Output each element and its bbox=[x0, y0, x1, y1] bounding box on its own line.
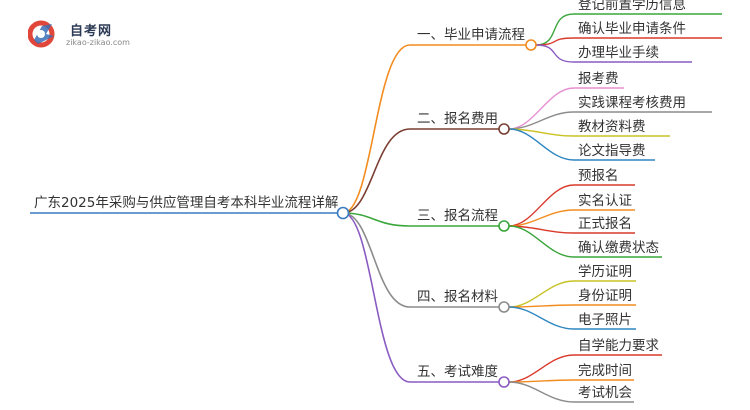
child-connector bbox=[508, 225, 575, 258]
branch-label: 五、考试难度 bbox=[417, 364, 498, 380]
child-connector bbox=[535, 13, 575, 46]
root-label: 广东2025年采购与供应管理自考本科毕业流程详解 bbox=[34, 194, 338, 211]
branch-connector bbox=[342, 128, 411, 214]
child-label: 预报名 bbox=[578, 168, 619, 184]
branch-label: 四、报名材料 bbox=[417, 289, 498, 305]
child-connector bbox=[508, 354, 575, 383]
branch-node bbox=[525, 39, 537, 51]
site-logo[interactable]: 自考网 zikao-zikao.com bbox=[28, 18, 138, 52]
child-label: 完成时间 bbox=[578, 363, 632, 379]
child-label: 学历证明 bbox=[578, 264, 632, 280]
child-connector bbox=[508, 128, 575, 161]
logo-url: zikao-zikao.com bbox=[66, 38, 130, 47]
child-label: 报考费 bbox=[578, 71, 619, 87]
branch-node bbox=[498, 376, 510, 388]
child-label: 确认毕业申请条件 bbox=[578, 20, 686, 37]
child-connector bbox=[535, 44, 575, 63]
branch-node bbox=[498, 220, 510, 232]
branch-connector bbox=[342, 44, 411, 214]
root-node bbox=[336, 206, 350, 220]
branch-label: 二、报名费用 bbox=[417, 111, 498, 127]
child-label: 自学能力要求 bbox=[578, 338, 659, 354]
child-connector bbox=[508, 87, 575, 130]
child-label: 论文指导费 bbox=[578, 143, 646, 159]
child-connector bbox=[508, 280, 575, 308]
child-label: 实名认证 bbox=[578, 193, 632, 209]
branch-label: 三、报名流程 bbox=[417, 208, 498, 224]
child-connector bbox=[508, 381, 575, 403]
child-label: 电子照片 bbox=[578, 312, 632, 328]
child-label: 身份证明 bbox=[578, 288, 632, 304]
branch-node bbox=[498, 301, 510, 313]
child-label: 确认缴费状态 bbox=[578, 240, 659, 256]
child-label: 考试机会 bbox=[578, 385, 632, 401]
branch-connector bbox=[342, 212, 411, 383]
child-connector bbox=[508, 111, 575, 130]
branch-label: 一、毕业申请流程 bbox=[417, 27, 525, 43]
child-label: 登记前置学历信息 bbox=[578, 0, 686, 13]
branch-node bbox=[498, 123, 510, 135]
child-connector bbox=[508, 306, 575, 330]
logo-name: 自考网 bbox=[70, 24, 113, 39]
child-label: 教材资料费 bbox=[578, 119, 646, 135]
child-connector bbox=[508, 184, 575, 227]
child-label: 实践课程考核费用 bbox=[578, 95, 686, 111]
child-label: 正式报名 bbox=[578, 216, 632, 232]
logo-icon bbox=[28, 20, 55, 48]
branch-connector bbox=[342, 212, 411, 227]
branch-connector bbox=[342, 212, 411, 308]
child-label: 办理毕业手续 bbox=[578, 45, 659, 61]
